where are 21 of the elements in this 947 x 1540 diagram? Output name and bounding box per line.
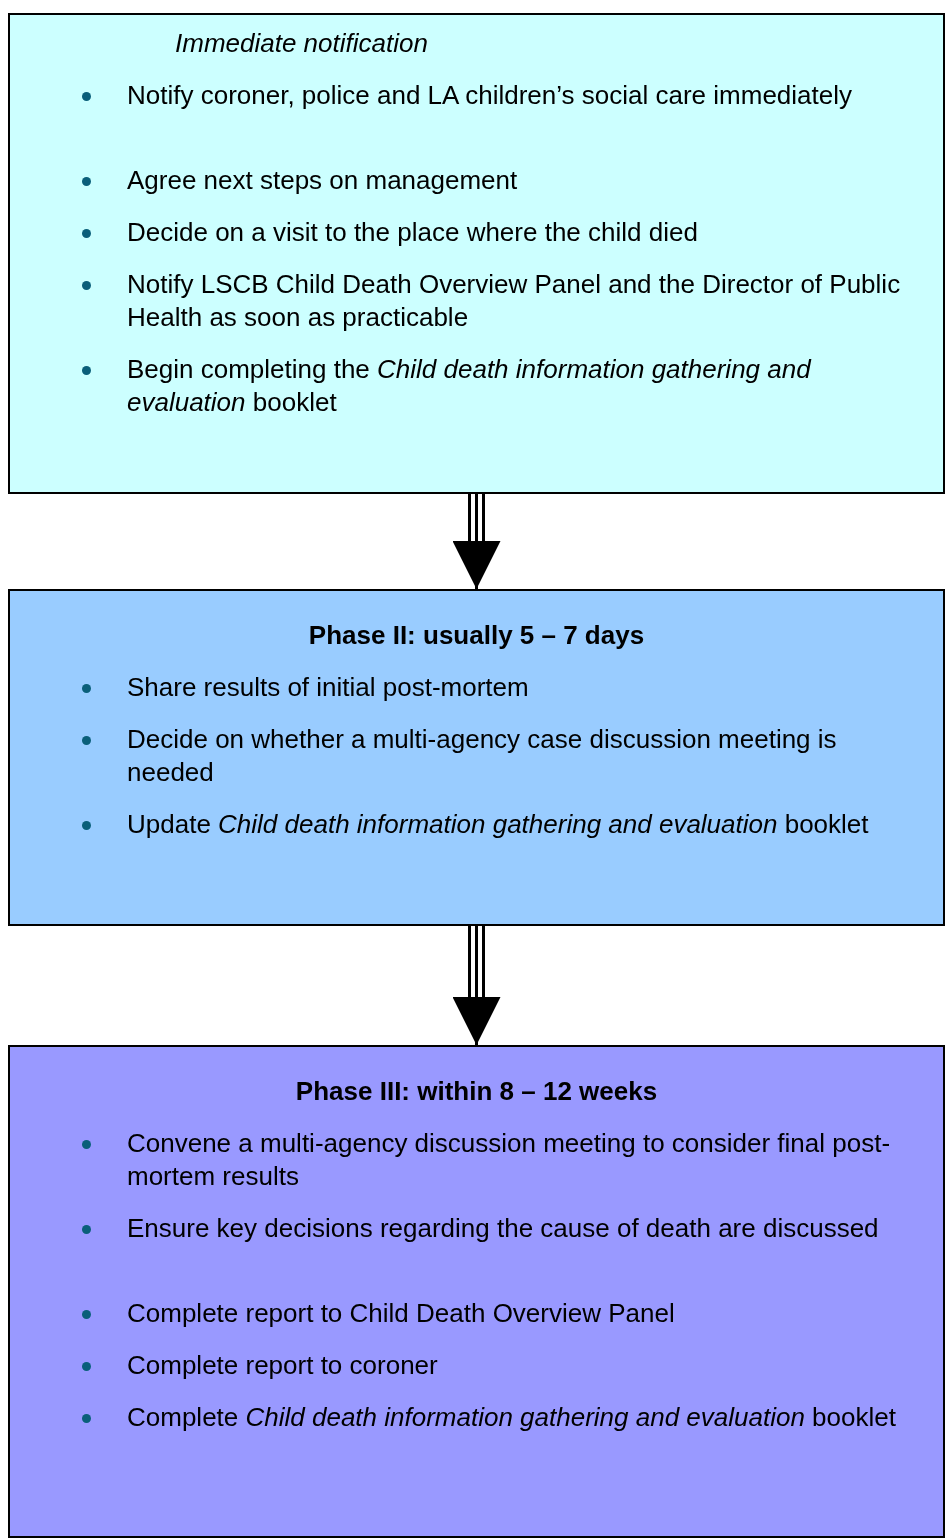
bullet-text: Convene a multi-agency discussion meeting to consider final post-mortem results bbox=[127, 1127, 892, 1193]
bullet-text: Begin completing the Child death information gathering and evaluation booklet bbox=[127, 353, 813, 419]
phase-heading: Immediate notification bbox=[175, 27, 428, 60]
bullet-text: Share results of initial post-mortem bbox=[127, 671, 530, 704]
process-box bbox=[8, 589, 945, 926]
arrow bbox=[452, 492, 501, 591]
bullet-text: Complete Child death information gathering and evaluation booklet bbox=[127, 1401, 897, 1434]
bullet-text: Notify LSCB Child Death Overview Panel and the Director of Public Health as soon as practicable bbox=[127, 268, 902, 334]
phase-heading: Phase III: within 8 – 12 weeks bbox=[294, 1075, 659, 1108]
bullet-text: Decide on a visit to the place where the child died bbox=[127, 216, 699, 249]
bullet-text: Agree next steps on management bbox=[127, 164, 519, 197]
bullet-text: Notify coroner, police and LA children’s social care immediately bbox=[127, 79, 853, 112]
process-box bbox=[8, 13, 945, 494]
bullet-text: Complete report to coroner bbox=[127, 1349, 439, 1382]
phase-heading: Phase II: usually 5 – 7 days bbox=[307, 619, 646, 652]
arrow bbox=[452, 924, 501, 1047]
bullet-text: Ensure key decisions regarding the cause of death are discussed bbox=[127, 1212, 880, 1245]
bullet-text: Update Child death information gathering and evaluation booklet bbox=[127, 808, 870, 841]
bullet-text: Complete report to Child Death Overview Panel bbox=[127, 1297, 676, 1330]
process-box bbox=[8, 1045, 945, 1538]
bullet-text: Decide on whether a multi-agency case discussion meeting is needed bbox=[127, 723, 838, 789]
